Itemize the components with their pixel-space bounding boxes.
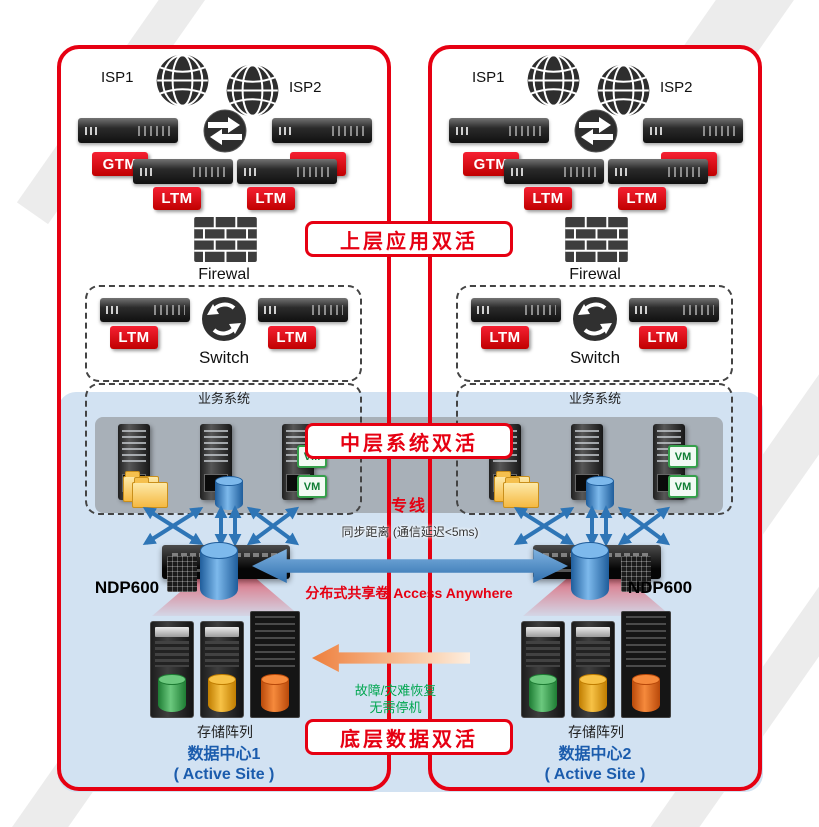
ltm-badge: LTM xyxy=(247,187,295,210)
lower-layer-banner: 底层数据双活 xyxy=(305,719,513,755)
vm-badge: VM xyxy=(668,445,698,468)
isp2-label: ISP2 xyxy=(289,79,322,96)
switch-label: Switch xyxy=(569,348,621,367)
storage-rack xyxy=(250,611,300,718)
router-icon xyxy=(203,109,247,153)
business-system-label: 业务系统 xyxy=(197,391,250,406)
router-icon xyxy=(574,109,618,153)
ndp600-vent-grid xyxy=(621,556,651,592)
storage-array xyxy=(150,611,300,718)
files-folder-icon xyxy=(494,471,540,509)
storage-tower xyxy=(200,621,244,718)
database-cylinder-icon xyxy=(215,476,243,510)
ltm-badge: LTM xyxy=(481,326,529,349)
datacenter-name: 数据中心1 xyxy=(187,746,261,763)
storage-array-label: 存储阵列 xyxy=(197,724,253,740)
datacenter-site: ( Active Site ) xyxy=(544,766,646,783)
ltm-badge: LTM xyxy=(639,326,687,349)
switch-sync-icon xyxy=(201,296,247,342)
business-system-label: 业务系统 xyxy=(568,391,621,406)
disk-cylinder-yellow xyxy=(208,674,236,712)
replication-flow-arrows xyxy=(513,505,671,547)
middle-layer-banner: 中层系统双活 xyxy=(305,423,513,459)
storage-rack xyxy=(621,611,671,718)
switch-label: Switch xyxy=(198,348,250,367)
replication-flow-arrows xyxy=(142,505,300,547)
datacenter-name: 数据中心2 xyxy=(558,746,632,763)
ltm-appliance xyxy=(608,159,708,184)
shared-volume-cylinder xyxy=(571,542,609,600)
ltm-appliance xyxy=(629,298,719,322)
storage-tower xyxy=(150,621,194,718)
internet-globe-icon xyxy=(225,63,280,118)
firewall-label: Firewal xyxy=(569,266,621,283)
internet-globe-icon xyxy=(526,53,581,108)
storage-array xyxy=(521,611,671,718)
disk-cylinder-orange xyxy=(632,674,660,712)
folder-icon xyxy=(132,477,168,508)
switch-zone-box xyxy=(85,285,362,382)
datacenter1-title: 数据中心1 ( Active Site ) xyxy=(57,745,391,785)
switch-zone-box xyxy=(456,285,733,382)
storage-tower xyxy=(571,621,615,718)
dedicated-line-label: 专线 xyxy=(390,498,427,515)
internet-globe-icon xyxy=(155,53,210,108)
ndp600-label: NDP600 xyxy=(94,578,160,597)
sync-distance-label: 同步距离 (通信延迟<5ms) xyxy=(341,525,479,539)
switch-sync-icon xyxy=(572,296,618,342)
recovery-line2: 无需停机 xyxy=(369,700,422,715)
shared-volume-cylinder xyxy=(200,542,238,600)
ltm-badge: LTM xyxy=(268,326,316,349)
ltm-badge: LTM xyxy=(153,187,201,210)
isp1-label: ISP1 xyxy=(472,69,505,86)
ltm-appliance xyxy=(100,298,190,322)
firewall-icon xyxy=(564,217,629,262)
recovery-line1: 故障/灾难恢复 xyxy=(354,683,437,698)
datacenter2-title: 数据中心2 ( Active Site ) xyxy=(428,745,762,785)
ltm-appliance xyxy=(133,159,233,184)
datacenter1-panel: ISP1 ISP2 GTM GTM LTM LTM Firewal LTM LT… xyxy=(57,45,391,791)
gtm-appliance xyxy=(449,118,549,143)
ltm-appliance xyxy=(258,298,348,322)
disk-cylinder-green xyxy=(529,674,557,712)
ltm-badge: LTM xyxy=(524,187,572,210)
isp2-label: ISP2 xyxy=(660,79,693,96)
ndp600-label: NDP600 xyxy=(627,578,693,597)
storage-tower xyxy=(521,621,565,718)
gtm-appliance xyxy=(272,118,372,143)
disk-cylinder-green xyxy=(158,674,186,712)
database-cylinder-icon xyxy=(586,476,614,510)
files-folder-icon xyxy=(123,471,169,509)
ltm-badge: LTM xyxy=(618,187,666,210)
gtm-appliance xyxy=(78,118,178,143)
shared-volume-label: 分布式共享卷 Access Anywhere xyxy=(305,585,513,601)
datacenter-site: ( Active Site ) xyxy=(173,766,275,783)
disk-cylinder-orange xyxy=(261,674,289,712)
firewall-label: Firewal xyxy=(198,266,250,283)
vm-badge: VM xyxy=(297,475,327,498)
recovery-note: 故障/灾难恢复 无需停机 xyxy=(318,682,473,716)
vm-badge: VM xyxy=(668,475,698,498)
ltm-appliance xyxy=(471,298,561,322)
storage-array-label: 存储阵列 xyxy=(568,724,624,740)
disk-cylinder-yellow xyxy=(579,674,607,712)
ltm-appliance xyxy=(504,159,604,184)
ltm-appliance xyxy=(237,159,337,184)
datacenter2-panel: ISP1 ISP2 GTM GTM LTM LTM Firewal LTM LT… xyxy=(428,45,762,791)
gtm-appliance xyxy=(643,118,743,143)
isp1-label: ISP1 xyxy=(101,69,134,86)
internet-globe-icon xyxy=(596,63,651,118)
ltm-badge: LTM xyxy=(110,326,158,349)
upper-layer-banner: 上层应用双活 xyxy=(305,221,513,257)
firewall-icon xyxy=(193,217,258,262)
ndp600-vent-grid xyxy=(167,556,197,592)
